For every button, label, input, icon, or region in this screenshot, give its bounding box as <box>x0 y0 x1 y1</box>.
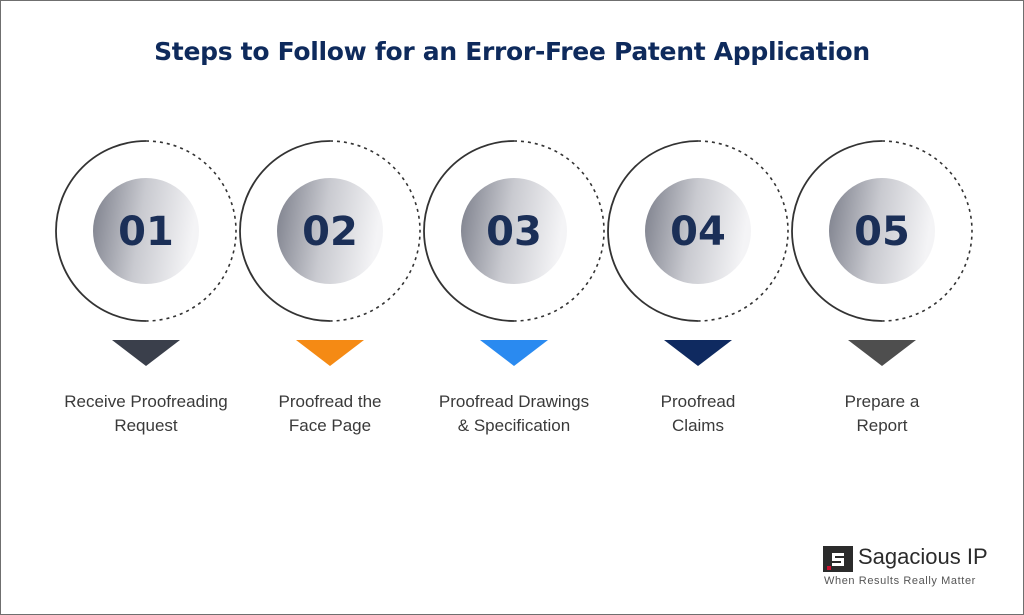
step-pointer <box>296 340 364 366</box>
step-ring-solid <box>791 140 883 322</box>
step-05: 05 <box>791 140 973 366</box>
sagacious-logo-icon <box>823 546 853 572</box>
step-pointer <box>112 340 180 366</box>
step-ring-dashed <box>697 140 789 322</box>
step-ring-dashed <box>881 140 973 322</box>
step-label-line2: Claims <box>672 416 724 435</box>
step-number: 02 <box>302 209 358 255</box>
step-label-line2: Face Page <box>288 416 372 435</box>
brand-tagline: When Results Really Matter <box>824 575 976 587</box>
step-04: 04 <box>607 140 789 366</box>
step-01: 01 <box>55 140 237 366</box>
step-label-line1: Prepare a <box>844 392 920 411</box>
step-label: Proofread Drawings & Specification <box>414 390 614 438</box>
step-number: 01 <box>118 209 174 255</box>
step-disc <box>461 178 567 284</box>
page-title: Steps to Follow for an Error-Free Patent… <box>154 37 870 66</box>
step-pointer <box>480 340 548 366</box>
step-number: 03 <box>486 209 542 255</box>
step-03: 03 <box>423 140 605 366</box>
step-number: 04 <box>670 209 726 255</box>
step-label-line2: & Specification <box>457 416 571 435</box>
step-ring-solid <box>239 140 331 322</box>
step-02: 02 <box>239 140 421 366</box>
step-disc <box>645 178 751 284</box>
step-label-line1: Proofread <box>660 392 736 411</box>
step-disc <box>93 178 199 284</box>
step-pointer <box>848 340 916 366</box>
step-ring-solid <box>423 140 515 322</box>
step-label-line2: Report <box>856 416 908 435</box>
step-ring-solid <box>607 140 699 322</box>
step-label: Prepare a Report <box>782 390 982 438</box>
step-ring-dashed <box>329 140 421 322</box>
step-ring-dashed <box>145 140 237 322</box>
step-label-line1: Proofread the <box>278 392 382 411</box>
step-disc <box>829 178 935 284</box>
step-label-line1: Proofread Drawings <box>438 392 590 411</box>
step-disc <box>277 178 383 284</box>
step-ring-solid <box>55 140 147 322</box>
step-number: 05 <box>854 209 910 255</box>
step-label-line2: Request <box>114 416 178 435</box>
step-pointer <box>664 340 732 366</box>
step-label-line1: Receive Proofreading <box>64 392 228 411</box>
brand-name: Sagacious IP <box>858 544 988 569</box>
step-ring-dashed <box>513 140 605 322</box>
